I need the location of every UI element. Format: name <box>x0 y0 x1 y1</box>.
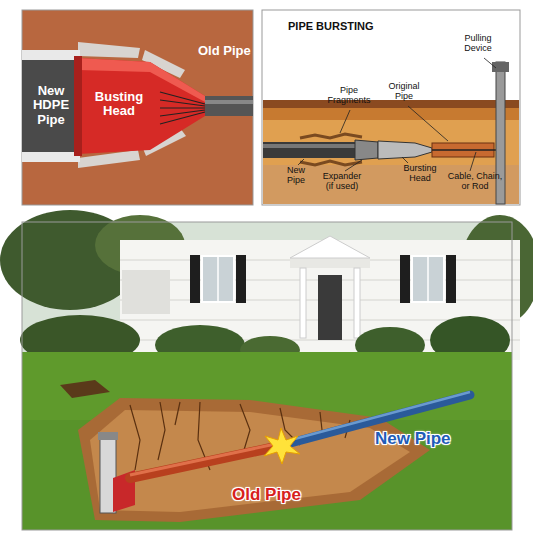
callout-label: Pulling Device <box>458 34 498 54</box>
part-label: New HDPE Pipe <box>26 84 76 127</box>
part-label: Busting Head <box>88 90 150 119</box>
callout-label: Original Pipe <box>384 82 424 102</box>
callout-label: Cable, Chain, or Rod <box>444 172 506 192</box>
part-label: Old Pipe <box>198 44 252 58</box>
pipe-label: New Pipe <box>375 430 451 449</box>
callout-label: Bursting Head <box>398 164 442 184</box>
pipe-label: Old Pipe <box>232 486 301 505</box>
callout-label: Expander (if used) <box>318 172 366 192</box>
panel-heading: PIPE BURSTING <box>288 20 408 32</box>
callout-label: Pipe Fragments <box>326 86 372 106</box>
callout-label: New Pipe <box>280 166 312 186</box>
